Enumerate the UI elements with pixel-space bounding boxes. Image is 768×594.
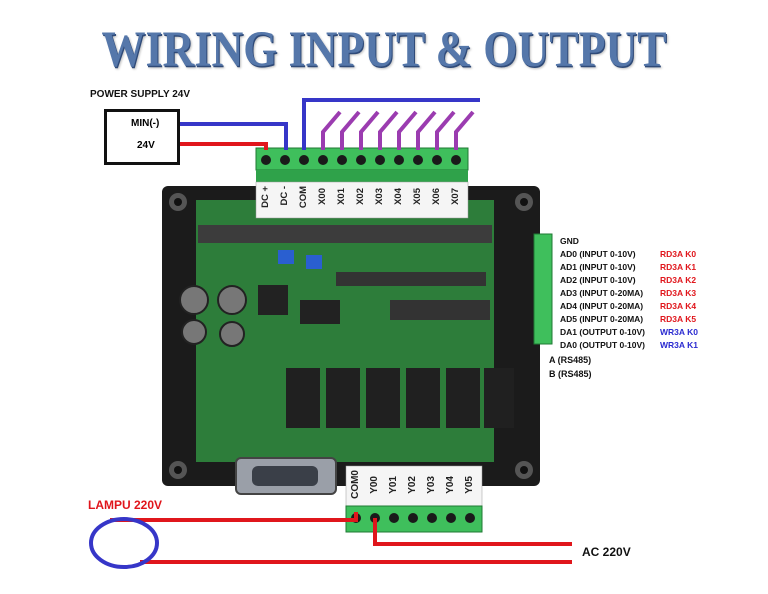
terminal-x04: X04	[393, 188, 404, 205]
analog-connector	[533, 233, 553, 345]
lamp-icon	[89, 517, 159, 569]
analog-gnd: GND	[560, 236, 579, 246]
reg-da0: WR3A K1	[660, 340, 698, 350]
power-supply-terminal-min: MIN(-)	[131, 118, 160, 129]
page-title: WIRING INPUT & OUTPUT	[101, 21, 667, 78]
power-supply-label: POWER SUPPLY 24V	[90, 89, 191, 100]
terminal-y03: Y03	[426, 476, 437, 494]
analog-da0: DA0 (OUTPUT 0-10V)	[560, 340, 646, 350]
analog-ad0: AD0 (INPUT 0-10V)	[560, 249, 636, 259]
reg-ad2: RD3A K2	[660, 275, 697, 285]
rs485-a: A (RS485)	[549, 355, 592, 365]
power-supply-terminal-24v: 24V	[137, 140, 155, 151]
analog-ad2: AD2 (INPUT 0-10V)	[560, 275, 636, 285]
analog-ad5: AD5 (INPUT 0-20MA)	[560, 314, 644, 324]
reg-da1: WR3A K0	[660, 327, 698, 337]
ac-label: AC 220V	[582, 545, 631, 559]
input-terminal-block	[255, 147, 469, 219]
reg-ad4: RD3A K4	[660, 301, 697, 311]
analog-ad3: AD3 (INPUT 0-20MA)	[560, 288, 644, 298]
terminal-y02: Y02	[407, 476, 418, 494]
output-terminal-block	[345, 465, 483, 533]
terminal-com0: COM0	[350, 470, 361, 499]
com-wire	[302, 98, 480, 150]
terminal-dc-minus: DC -	[279, 186, 290, 206]
terminal-x03: X03	[374, 188, 385, 205]
reg-ad5: RD3A K5	[660, 314, 697, 324]
analog-ad1: AD1 (INPUT 0-10V)	[560, 262, 636, 272]
input-switch-wires	[321, 110, 475, 150]
terminal-x00: X00	[317, 188, 328, 205]
terminal-x01: X01	[336, 188, 347, 205]
terminal-y01: Y01	[388, 476, 399, 494]
power-wires	[176, 122, 288, 150]
power-supply-box: MIN(-) 24V	[104, 109, 180, 165]
terminal-x06: X06	[431, 188, 442, 205]
analog-ad4: AD4 (INPUT 0-20MA)	[560, 301, 644, 311]
terminal-com: COM	[298, 186, 309, 209]
reg-ad0: RD3A K0	[660, 249, 697, 259]
terminal-y04: Y04	[445, 476, 456, 494]
rs485-b: B (RS485)	[549, 369, 592, 379]
reg-ad3: RD3A K3	[660, 288, 697, 298]
terminal-y05: Y05	[464, 476, 475, 494]
lamp-label: LAMPU 220V	[88, 498, 163, 512]
terminal-dc-plus: DC +	[260, 186, 271, 208]
plc-module	[162, 186, 540, 495]
terminal-y00: Y00	[369, 476, 380, 494]
terminal-x05: X05	[412, 188, 423, 205]
analog-da1: DA1 (OUTPUT 0-10V)	[560, 327, 646, 337]
terminal-x07: X07	[450, 188, 461, 205]
lamp-wires	[110, 512, 572, 564]
reg-ad1: RD3A K1	[660, 262, 697, 272]
terminal-x02: X02	[355, 188, 366, 205]
